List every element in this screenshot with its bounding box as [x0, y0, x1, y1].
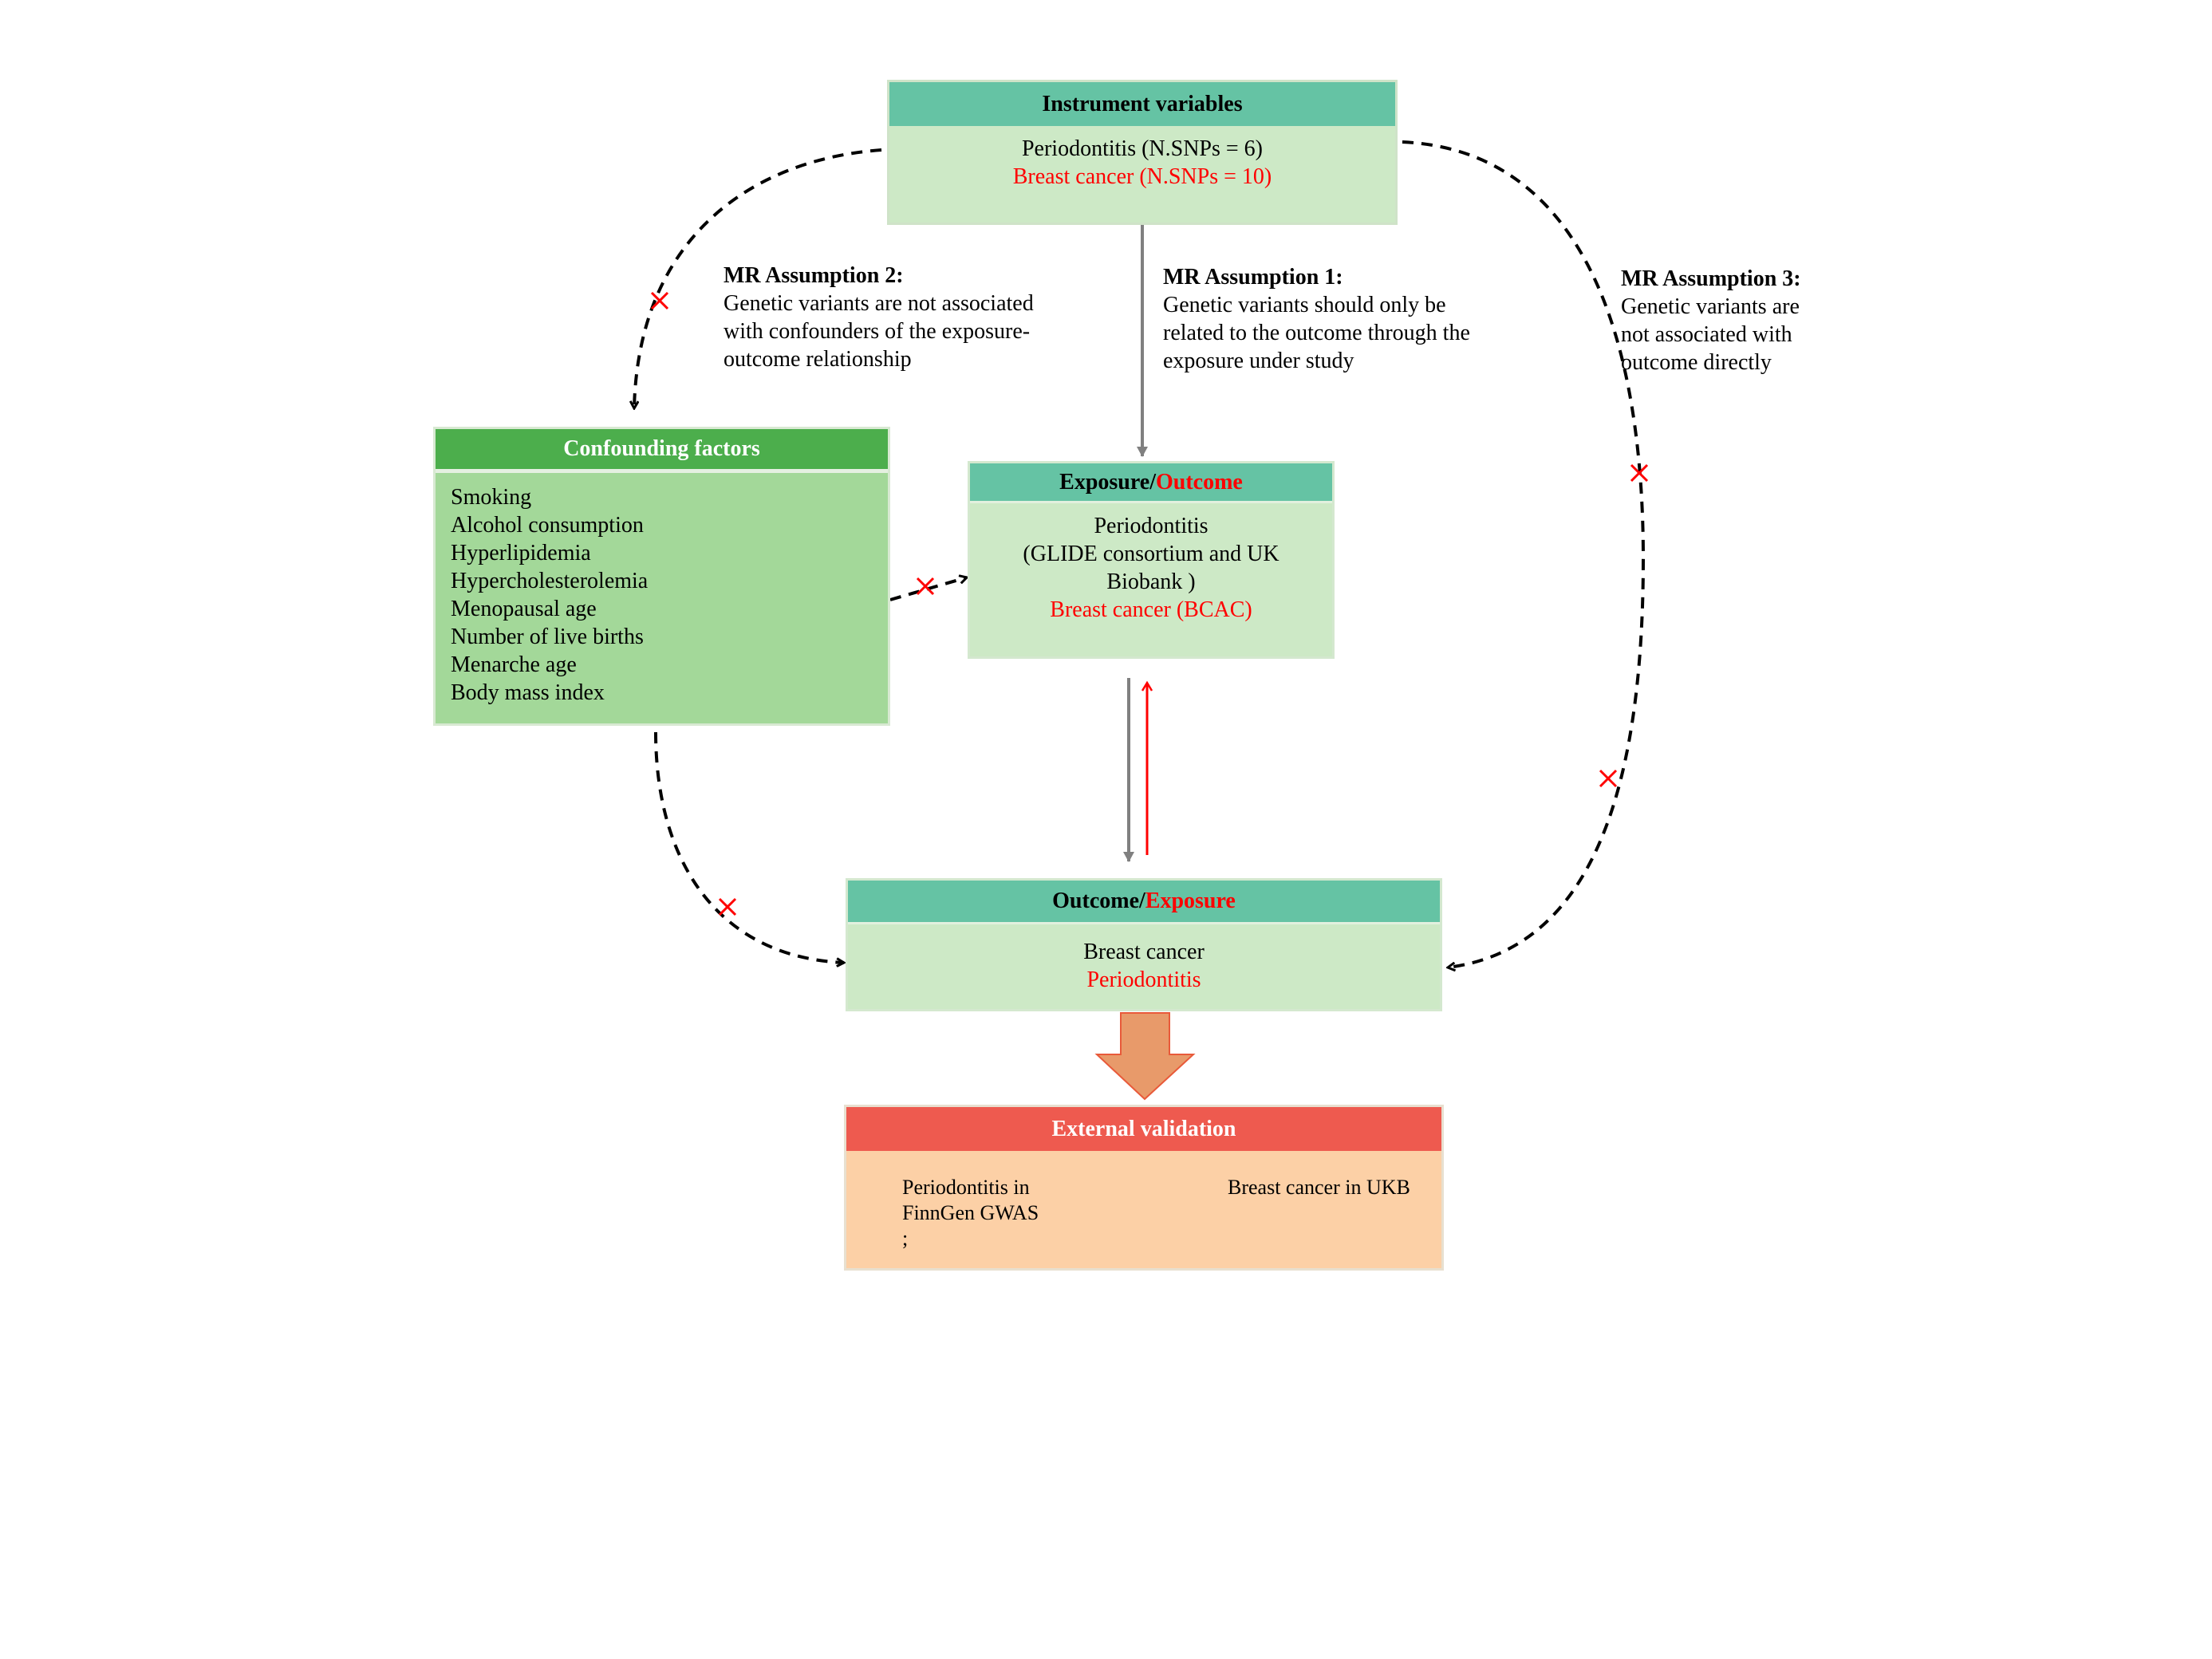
confounding-item: Body mass index — [451, 680, 605, 705]
cross-mark-confounding-exposure — [916, 577, 935, 596]
external-validation-title: External validation — [846, 1107, 1441, 1151]
exposure-line-red: Breast cancer (BCAC) — [1050, 597, 1252, 622]
mr-assumption-2-text: MR Assumption 2: Genetic variants are no… — [724, 262, 1034, 373]
outcome-exposure-title-a: Outcome/ — [1052, 889, 1145, 913]
exposure-outcome-title-a: Exposure/ — [1059, 469, 1156, 495]
outcome-exposure-box: Outcome/Exposure Breast cancer Periodont… — [846, 878, 1442, 1011]
validation-left-line: FinnGen GWAS — [902, 1201, 1039, 1224]
exposure-line: (GLIDE consortium and UK — [1023, 542, 1279, 566]
outcome-exposure-title-b: Exposure — [1145, 889, 1236, 913]
external-validation-box: External validation Periodontitis in Fin… — [844, 1105, 1444, 1271]
mr-assumption-2-line: outcome relationship — [724, 347, 912, 372]
mr-assumption-3-line: Genetic variants are — [1621, 294, 1800, 319]
mr-assumption-3-title: MR Assumption 3: — [1621, 266, 1801, 291]
cross-mark-assumption3-upper — [1630, 463, 1649, 483]
mr-assumption-1-line: related to the outcome through the — [1163, 321, 1470, 345]
iv-breast-cancer-line: Breast cancer (N.SNPs = 10) — [1012, 164, 1272, 189]
exposure-line: Biobank ) — [1106, 569, 1196, 594]
mr-assumption-3-line: outcome directly — [1621, 350, 1772, 375]
confounding-item: Hyperlipidemia — [451, 541, 591, 565]
mr-assumption-2-line: with confounders of the exposure- — [724, 319, 1031, 344]
iv-periodontitis-line: Periodontitis (N.SNPs = 6) — [1021, 136, 1264, 161]
instrument-variables-title: Instrument variables — [889, 82, 1395, 126]
confounding-to-outcome-dashed-arrow — [654, 731, 844, 963]
cross-mark-assumption2 — [650, 291, 669, 310]
confounding-factors-title: Confounding factors — [436, 429, 888, 473]
confounding-item: Hypercholesterolemia — [451, 569, 649, 593]
iv-to-confounding-dashed-arrow — [634, 148, 882, 408]
confounding-item: Smoking — [451, 485, 532, 510]
outcome-line-red: Periodontitis — [1086, 967, 1201, 992]
mr-assumption-1-text: MR Assumption 1: Genetic variants should… — [1163, 263, 1470, 375]
mr-assumption-1-line: exposure under study — [1163, 349, 1354, 373]
mr-assumption-1-title: MR Assumption 1: — [1163, 265, 1343, 290]
instrument-variables-box: Instrument variables Periodontitis (N.SN… — [887, 80, 1398, 225]
cross-mark-confounding-outcome — [718, 897, 737, 916]
validation-left-line: ; — [902, 1227, 909, 1250]
big-down-arrow — [1094, 1012, 1196, 1101]
cross-mark-assumption3-lower — [1599, 769, 1618, 788]
validation-left-text: Periodontitis in FinnGen GWAS ; — [902, 1175, 1078, 1251]
confounding-item: Menopausal age — [451, 597, 597, 621]
mr-assumption-1-line: Genetic variants should only be — [1163, 293, 1446, 317]
confounding-factors-box: Confounding factors Smoking Alcohol cons… — [433, 427, 890, 726]
confounding-item: Alcohol consumption — [451, 513, 644, 538]
confounding-item: Menarche age — [451, 652, 577, 677]
mr-assumption-3-text: MR Assumption 3: Genetic variants are no… — [1621, 265, 1801, 376]
outcome-exposure-title: Outcome/Exposure — [848, 881, 1440, 924]
validation-left-line: Periodontitis in — [902, 1176, 1030, 1199]
validation-right-text: Breast cancer in UKB — [1228, 1176, 1410, 1199]
exposure-outcome-title: Exposure/Outcome — [970, 463, 1332, 503]
confounding-item: Number of live births — [451, 625, 644, 649]
exposure-outcome-box: Exposure/Outcome Periodontitis (GLIDE co… — [968, 461, 1335, 659]
mr-assumption-2-title: MR Assumption 2: — [724, 263, 904, 288]
mr-assumption-3-line: not associated with — [1621, 322, 1792, 347]
mr-assumption-2-line: Genetic variants are not associated — [724, 291, 1034, 316]
outcome-line: Breast cancer — [1083, 940, 1205, 964]
exposure-line: Periodontitis — [1094, 514, 1209, 538]
exposure-outcome-title-b: Outcome — [1156, 469, 1243, 495]
